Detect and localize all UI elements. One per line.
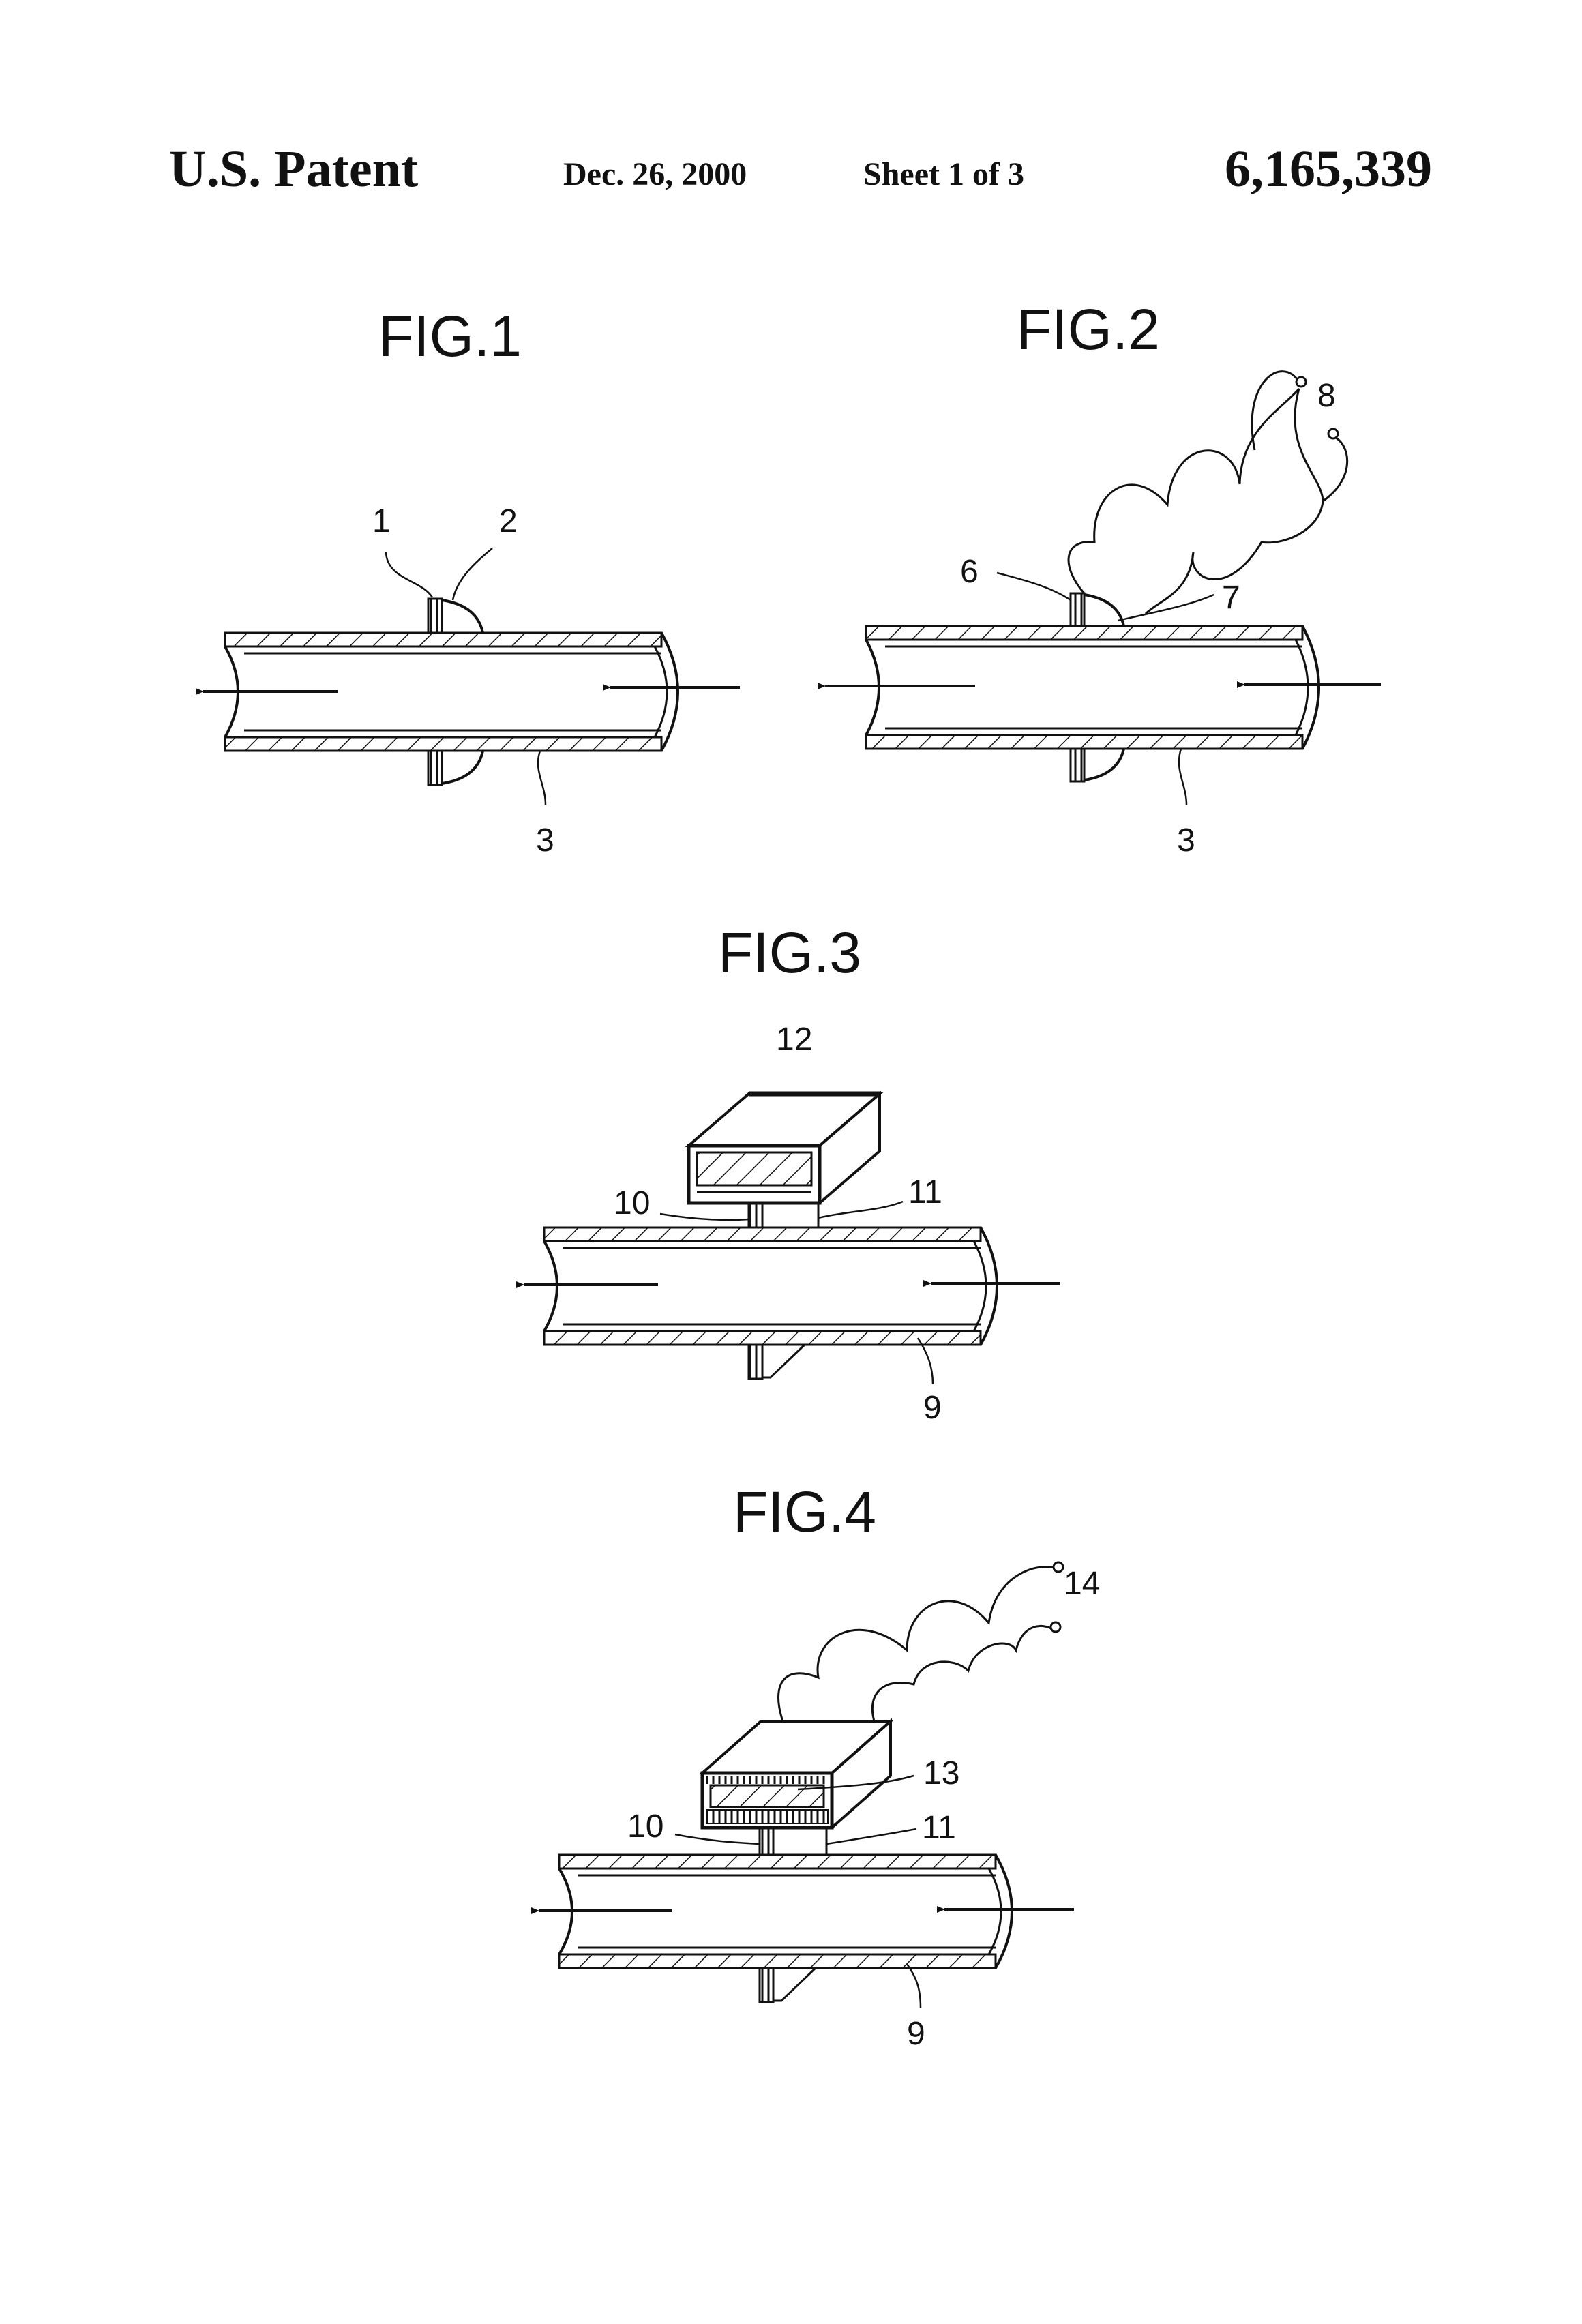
- leader-10: [660, 1214, 749, 1220]
- flange-1: [428, 599, 442, 785]
- figure-1: FIG.1 1 2 3: [203, 304, 740, 859]
- figure-4: FIG.4: [539, 1480, 1100, 2052]
- stem-10: [749, 1192, 805, 1379]
- leader-1: [386, 552, 432, 597]
- ref-label-9-fig4: 9: [907, 2016, 925, 2052]
- figure-3-title: FIG.3: [718, 921, 861, 985]
- figure-1-title: FIG.1: [378, 304, 522, 368]
- flange-11-fig4: [773, 1825, 826, 1855]
- stem-10-fig4: [760, 1825, 816, 2002]
- ref-label-7: 7: [1222, 580, 1240, 616]
- figure-2: FIG.2 6 7 8 3: [825, 297, 1381, 859]
- ref-label-13: 13: [923, 1755, 959, 1791]
- sensor-box-13: [702, 1721, 891, 1828]
- ref-label-2: 2: [499, 503, 518, 539]
- figure-2-title: FIG.2: [1017, 297, 1160, 361]
- leader-3-fig2: [1179, 749, 1186, 805]
- leader-9-fig4: [907, 1964, 921, 2008]
- ref-label-3: 3: [536, 822, 554, 859]
- lead-wire-14-b: [872, 1626, 1054, 1721]
- flange-6: [1071, 593, 1084, 781]
- lead-wire-14: [778, 1567, 1057, 1721]
- figure-3: FIG.3: [524, 921, 1060, 1426]
- seal-2: [442, 600, 483, 784]
- ref-label-9: 9: [923, 1390, 942, 1426]
- ref-label-11-fig4: 11: [922, 1810, 956, 1846]
- leader-6: [997, 573, 1071, 600]
- sensor-box-12: [689, 1094, 880, 1203]
- ref-label-1: 1: [372, 503, 391, 539]
- figure-4-title: FIG.4: [733, 1480, 876, 1544]
- seal-7: [1084, 595, 1124, 780]
- ref-label-10: 10: [614, 1185, 650, 1221]
- leader-2: [453, 548, 492, 600]
- ref-label-8: 8: [1317, 378, 1336, 414]
- ref-label-10-fig4: 10: [627, 1808, 663, 1845]
- ref-label-6: 6: [960, 554, 979, 590]
- leader-11: [818, 1202, 903, 1218]
- lead-wire-8: [1069, 389, 1323, 614]
- ref-label-3-fig2: 3: [1177, 822, 1195, 859]
- ref-label-11: 11: [908, 1174, 942, 1210]
- leader-11-fig4: [826, 1829, 916, 1844]
- leader-3: [538, 751, 546, 805]
- ref-label-14: 14: [1064, 1566, 1100, 1602]
- leader-10-fig4: [675, 1834, 760, 1844]
- ref-label-12: 12: [776, 1022, 812, 1058]
